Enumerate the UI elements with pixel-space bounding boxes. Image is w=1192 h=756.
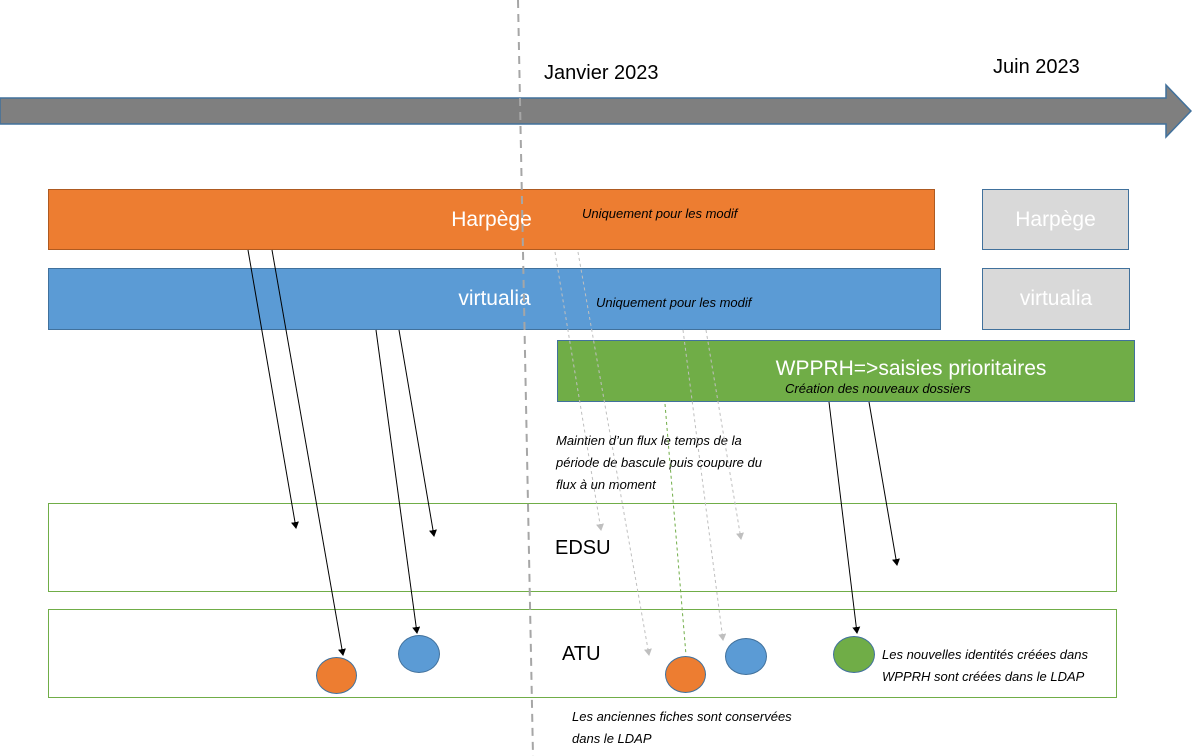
atu-label: ATU xyxy=(562,643,601,665)
atu-wpprh-record-circle xyxy=(833,636,875,673)
atu-box: ATU xyxy=(48,609,1117,698)
edsu-box: EDSU xyxy=(48,503,1117,592)
old-records-note: Les anciennes fiches sont conservées dan… xyxy=(572,706,792,750)
new-identities-line-1: Les nouvelles identités créées dans xyxy=(882,647,1088,662)
atu-harpege-record-circle xyxy=(316,657,357,694)
virtualia-after-label: virtualia xyxy=(1019,287,1093,310)
harpege-bar-label: Harpège xyxy=(451,207,532,231)
edsu-label: EDSU xyxy=(555,537,611,559)
virtualia-bar: virtualia xyxy=(48,268,941,330)
arrow-harpege-flux-to-edsu xyxy=(554,251,604,531)
wpprh-to-old-record-line xyxy=(664,403,687,656)
wpprh-note: Création des nouveaux dossiers xyxy=(785,381,971,396)
arrow-virtualia-to-atu xyxy=(375,329,421,634)
wpprh-bar: WPPRH=>saisies prioritaires xyxy=(557,340,1135,402)
virtualia-bar-label: virtualia xyxy=(458,287,531,310)
timeline-label-june: Juin 2023 xyxy=(993,56,1080,78)
harpege-after-box: Harpège xyxy=(982,189,1129,250)
atu-virtualia-record-circle xyxy=(398,635,440,673)
old-records-line-2: dans le LDAP xyxy=(572,731,652,746)
arrow-wpprh-to-edsu xyxy=(868,401,900,566)
atu-virtualia-old-record-circle xyxy=(725,638,767,675)
flux-note: Maintien d’un flux le temps de la périod… xyxy=(556,430,762,496)
virtualia-note: Uniquement pour les modif xyxy=(596,295,752,310)
atu-harpege-old-record-circle xyxy=(665,656,706,693)
old-records-line-1: Les anciennes fiches sont conservées xyxy=(572,709,792,724)
flux-note-line-2: période de bascule puis coupure du xyxy=(556,455,762,470)
new-identities-line-2: WPPRH sont créées dans le LDAP xyxy=(882,669,1085,684)
wpprh-bar-label: WPPRH=>saisies prioritaires xyxy=(775,357,1047,380)
timeline-label-january: Janvier 2023 xyxy=(544,62,659,84)
arrow-harpege-flux-to-atu xyxy=(577,251,652,656)
flux-note-line-3: flux à un moment xyxy=(556,477,656,492)
virtualia-after-box: virtualia xyxy=(982,268,1130,330)
arrow-harpege-to-atu xyxy=(271,249,346,656)
new-identities-note: Les nouvelles identités créées dans WPPR… xyxy=(882,644,1088,688)
arrow-harpege-to-edsu xyxy=(247,249,299,529)
transition-divider-line xyxy=(517,0,534,756)
arrow-virtualia-to-edsu xyxy=(398,329,437,537)
arrow-wpprh-to-atu xyxy=(828,401,861,634)
harpege-bar: Harpège xyxy=(48,189,935,250)
arrow-virtualia-flux-to-edsu xyxy=(705,329,744,540)
harpege-after-label: Harpège xyxy=(1015,207,1096,231)
harpege-note: Uniquement pour les modif xyxy=(582,206,738,221)
arrow-virtualia-flux-to-atu xyxy=(682,329,727,641)
flux-note-line-1: Maintien d’un flux le temps de la xyxy=(556,433,742,448)
